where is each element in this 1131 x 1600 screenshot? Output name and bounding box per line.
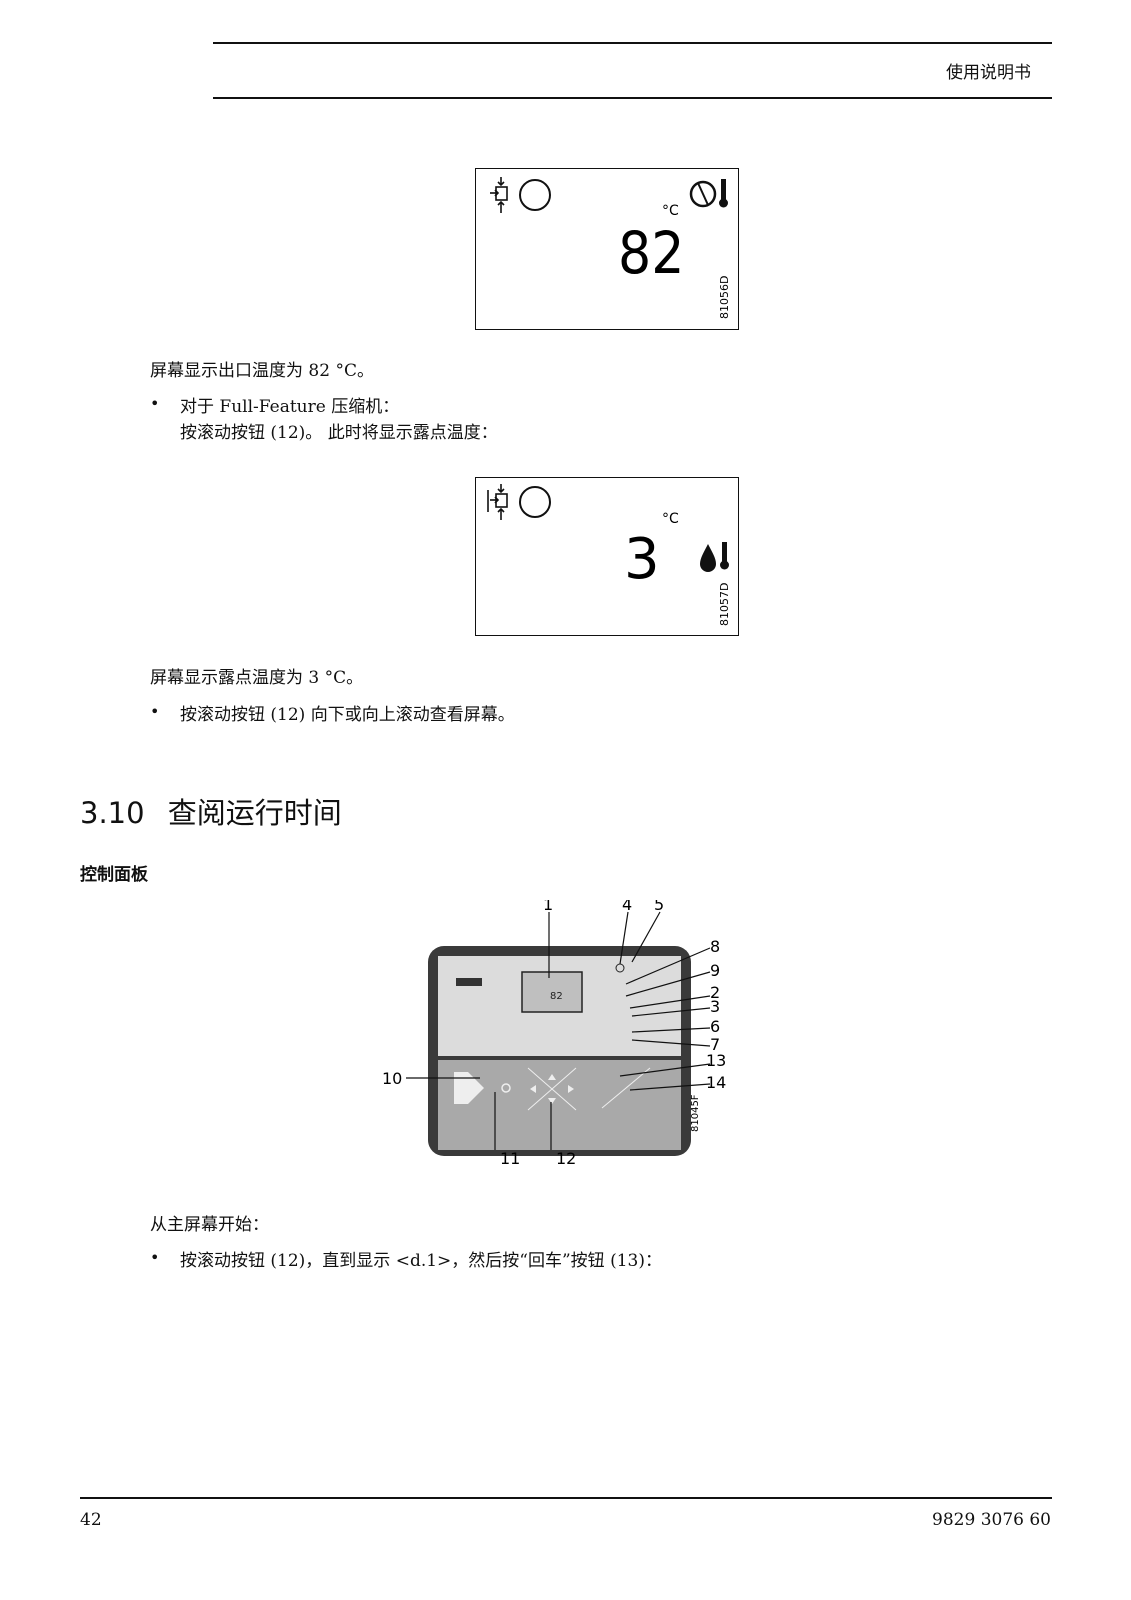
panel-code: 81045F — [690, 1094, 701, 1132]
status-circle-icon — [519, 486, 551, 518]
lcd-unit: °C — [662, 511, 679, 527]
footer-doc-number: 9829 3076 60 — [932, 1510, 1051, 1530]
lcd-value: 3 — [624, 527, 660, 592]
section-number: 3.10 — [80, 796, 145, 830]
callout-10: 10 — [382, 1069, 402, 1088]
control-panel-graphic: 82 1 4 5 8 — [382, 895, 726, 1168]
status-circle-icon — [519, 179, 551, 211]
lcd-display-2-graphic: °C 3 81057D — [487, 484, 731, 626]
lcd-code: 81057D — [718, 583, 731, 626]
compressor-icon — [490, 177, 508, 213]
callout-7: 7 — [710, 1035, 720, 1054]
outlet-thermometer-icon — [689, 179, 728, 208]
section-title: 查阅运行时间 — [167, 796, 342, 830]
header-rule-top — [213, 42, 1052, 44]
callout-8: 8 — [710, 937, 720, 956]
callout-5: 5 — [654, 900, 664, 914]
bullet-scroll-to-d1: 按滚动按钮 (12)，直到显示 <d.1>，然后按“回车”按钮 (13)： — [180, 1251, 662, 1271]
lcd-display-dew-point: °C 3 81057D — [475, 477, 739, 636]
bullet-scroll: 按滚动按钮 (12) 向下或向上滚动查看屏幕。 — [180, 705, 515, 725]
section-heading: 3.10 查阅运行时间 — [80, 790, 342, 832]
callout-6: 6 — [710, 1017, 720, 1036]
callout-12: 12 — [556, 1149, 576, 1168]
dew-point-drop-icon — [700, 542, 729, 572]
lcd-display-outlet-temp: °C 82 81056D — [475, 168, 739, 330]
bullet-full-feature-line2: 按滚动按钮 (12)。 此时将显示露点温度： — [180, 423, 498, 443]
caption-outlet-temp: 屏幕显示出口温度为 82 °C。 — [150, 361, 374, 381]
footer-page-number: 42 — [80, 1510, 102, 1530]
lcd-value: 82 — [618, 220, 684, 287]
subsection-heading: 控制面板 — [80, 865, 148, 885]
callout-11: 11 — [500, 1149, 520, 1168]
callout-14: 14 — [706, 1073, 726, 1092]
bullet-dot: • — [150, 702, 160, 721]
lcd-unit: °C — [662, 203, 679, 219]
lcd-display-1-graphic: °C 82 81056D — [490, 177, 731, 319]
header-rule-bottom — [213, 97, 1052, 99]
lcd-code: 81056D — [718, 276, 731, 319]
bullet-full-feature-line1: 对于 Full-Feature 压缩机： — [180, 397, 400, 417]
bullet-dot: • — [150, 394, 160, 413]
callout-1: 1 — [543, 900, 553, 914]
header-title: 使用说明书 — [946, 63, 1031, 83]
compressor-icon — [487, 484, 508, 520]
callout-13: 13 — [706, 1051, 726, 1070]
caption-dew-point: 屏幕显示露点温度为 3 °C。 — [150, 668, 364, 688]
bullet-dot: • — [150, 1248, 160, 1267]
callout-3: 3 — [710, 997, 720, 1016]
callout-2: 2 — [710, 983, 720, 1002]
callout-4: 4 — [622, 900, 632, 914]
callout-9: 9 — [710, 961, 720, 980]
paragraph-main-screen: 从主屏幕开始： — [150, 1215, 269, 1235]
control-panel-figure: 82 1 4 5 8 — [380, 895, 750, 1180]
footer-rule — [80, 1497, 1052, 1499]
panel-screen-value: 82 — [550, 991, 563, 1002]
